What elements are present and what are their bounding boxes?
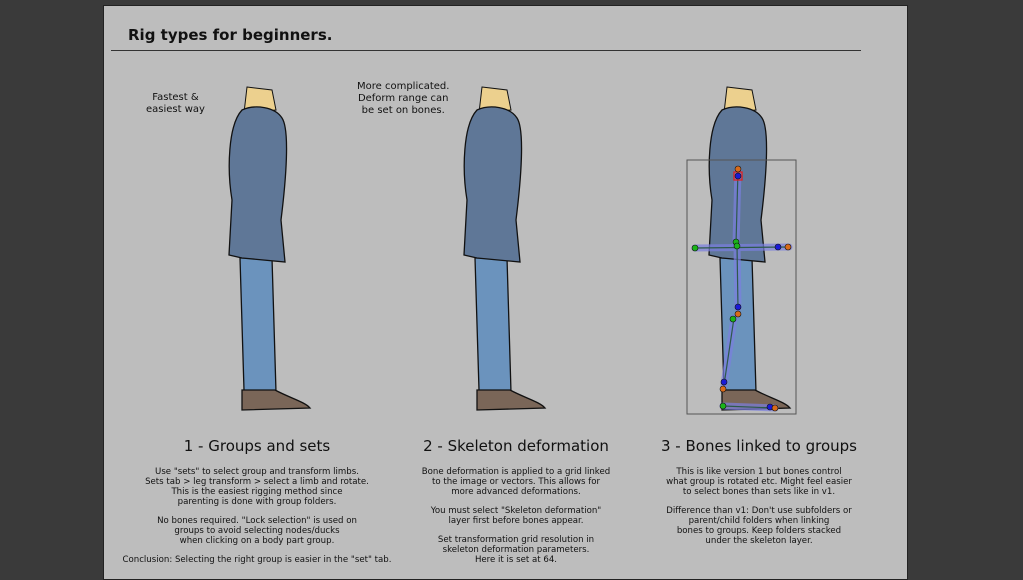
section-heading: 3 - Bones linked to groups bbox=[661, 437, 857, 455]
section-text: You must select "Skeleton deformation" l… bbox=[430, 506, 602, 526]
section-heading: 2 - Skeleton deformation bbox=[423, 437, 609, 455]
section-groups-sets: 1 - Groups and sets Use "sets" to select… bbox=[122, 437, 392, 574]
fig1-note: Fastest & easiest way bbox=[146, 92, 205, 115]
section-text: Difference than v1: Don't use subfolders… bbox=[666, 506, 852, 546]
section-text: Use "sets" to select group and transform… bbox=[145, 467, 369, 507]
figure-groups-sets bbox=[228, 86, 311, 411]
section-skeleton-deformation: 2 - Skeleton deformation Bone deformatio… bbox=[381, 437, 651, 574]
title-divider bbox=[111, 50, 861, 51]
section-heading: 1 - Groups and sets bbox=[183, 437, 331, 455]
section-text: This is like version 1 but bones control… bbox=[666, 467, 852, 497]
section-bones-groups: 3 - Bones linked to groups This is like … bbox=[624, 437, 894, 555]
bounding-box bbox=[686, 159, 797, 415]
figure-skeleton-deformation bbox=[463, 86, 546, 411]
fig2-note: More complicated. Deform range can be se… bbox=[357, 81, 450, 116]
bone-rig bbox=[686, 159, 797, 415]
page-title: Rig types for beginners. bbox=[128, 26, 333, 44]
section-text: No bones required. "Lock selection" is u… bbox=[157, 516, 357, 546]
section-text: Set transformation grid resolution in sk… bbox=[437, 535, 595, 565]
section-text: Conclusion: Selecting the right group is… bbox=[122, 555, 392, 565]
section-text: Bone deformation is applied to a grid li… bbox=[421, 467, 611, 497]
